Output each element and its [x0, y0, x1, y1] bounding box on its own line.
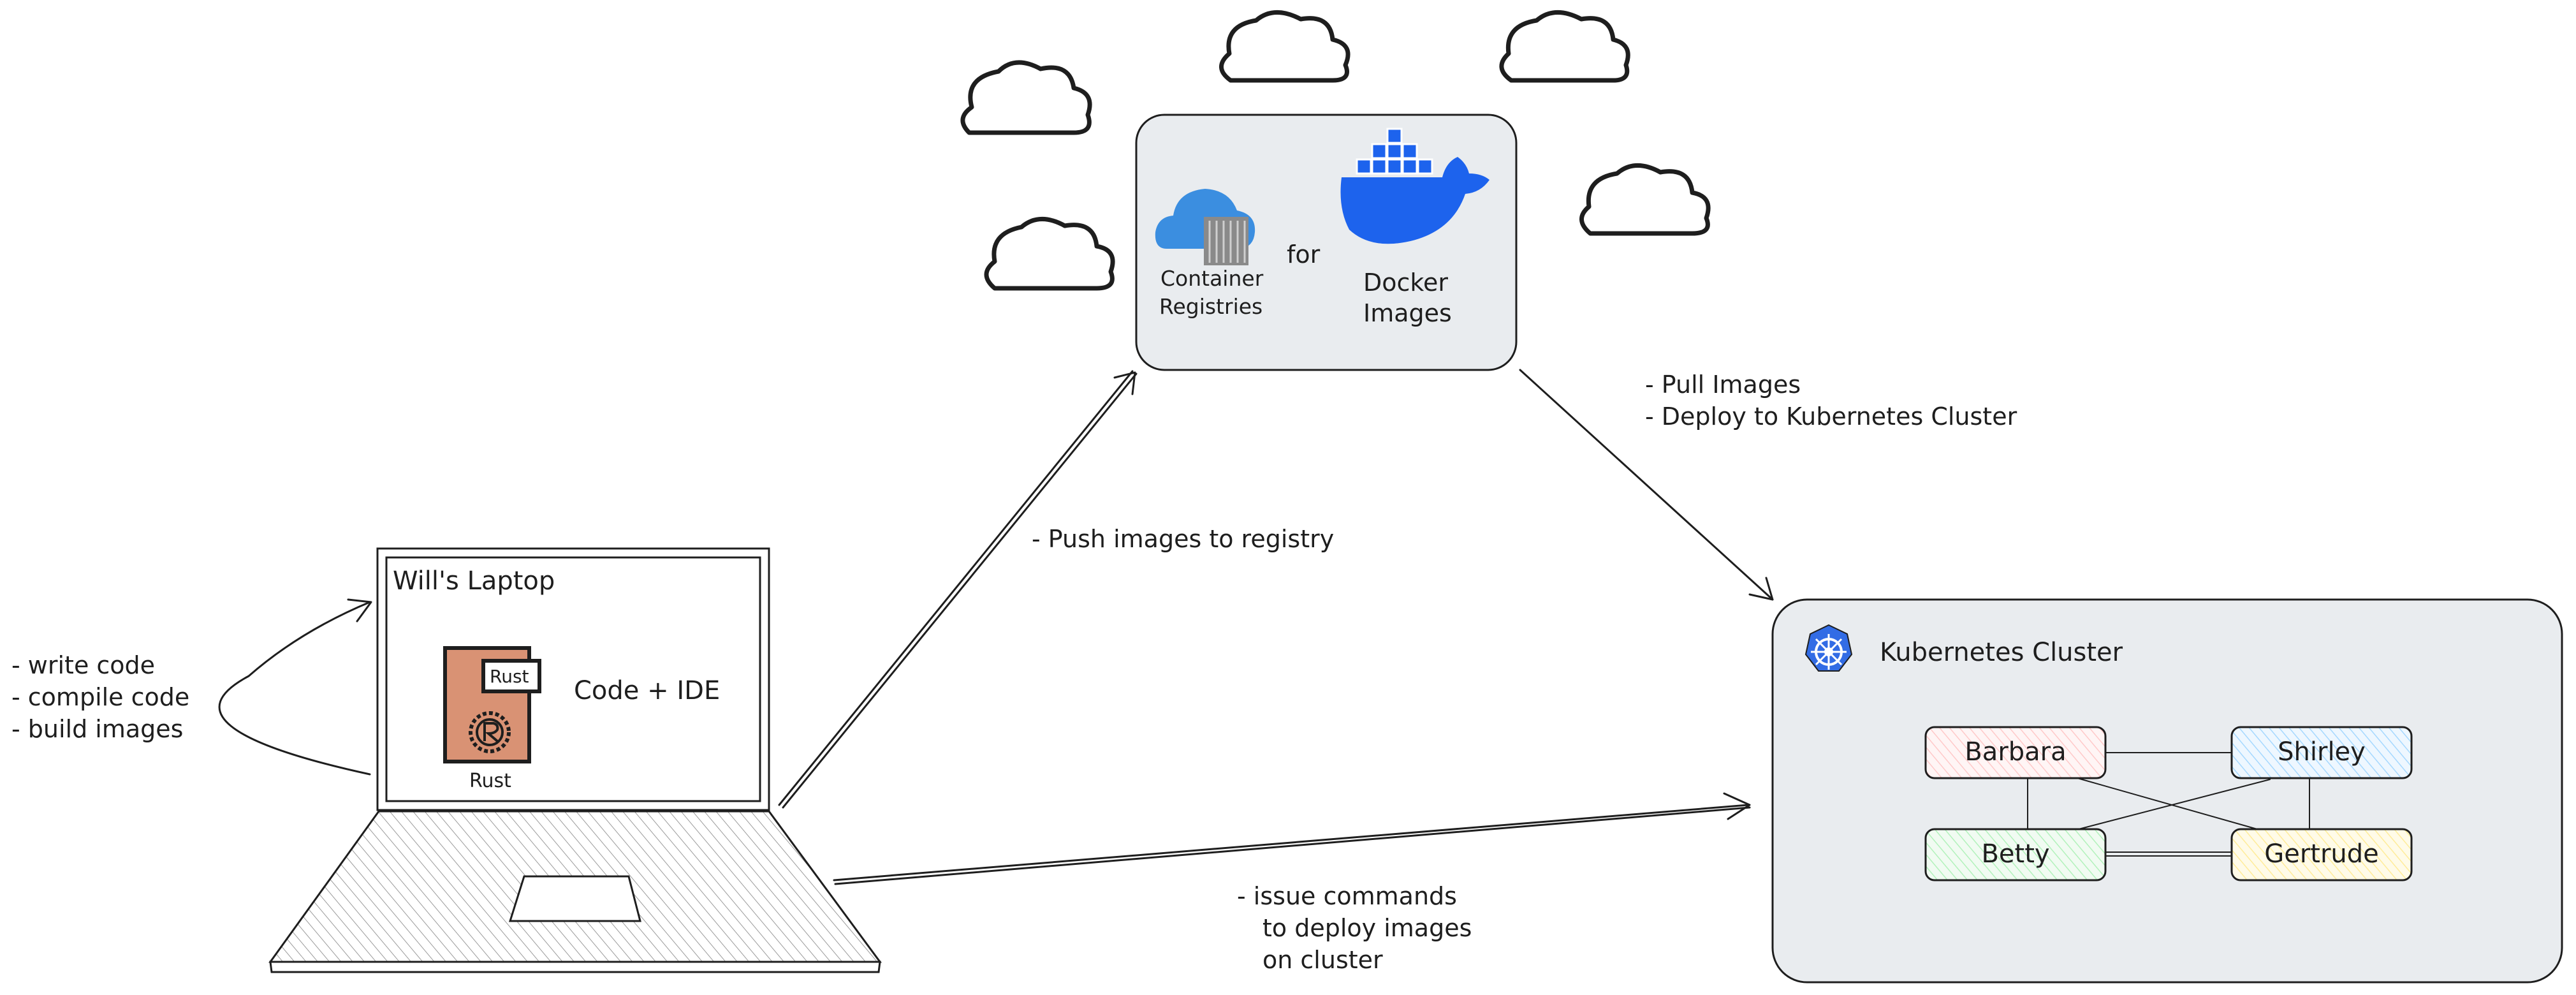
registry-label-line1: Container [1160, 266, 1264, 291]
laptop-app-label: Code + IDE [574, 676, 720, 705]
deploy-note-3: on cluster [1262, 946, 1383, 974]
dev-step-2: - compile code [11, 683, 189, 711]
docker-label-line1: Docker [1363, 269, 1448, 297]
deploy-note-1: - issue commands [1237, 882, 1457, 910]
rust-book-badge: Rust [490, 666, 529, 687]
rust-book-icon [443, 646, 541, 763]
arrow-registry-to-cluster [1519, 369, 1774, 601]
cloud-icon [984, 217, 1115, 291]
node-connections [2027, 752, 2310, 857]
deploy-note-2: to deploy images [1262, 914, 1472, 942]
push-note: - Push images to registry [1032, 525, 1334, 553]
dev-step-3: - build images [11, 715, 183, 743]
cluster-title: Kubernetes Cluster [1880, 638, 2123, 667]
laptop [268, 547, 882, 973]
arrow-laptop-to-registry [778, 370, 1138, 809]
docker-label-line2: Images [1363, 299, 1452, 327]
pull-note-2: - Deploy to Kubernetes Cluster [1645, 402, 2017, 431]
dev-step-1: - write code [11, 651, 155, 679]
connector-label: for [1287, 240, 1321, 269]
node-label-barbara: Barbara [1965, 737, 2066, 767]
rust-icon-label: Rust [469, 770, 511, 792]
node-betty[interactable]: Betty [1924, 828, 2107, 881]
kubernetes-icon [1804, 624, 1853, 672]
cloud-icon [1219, 10, 1350, 83]
laptop-title: Will's Laptop [393, 566, 555, 596]
cloud-icon [1499, 10, 1630, 83]
container-registry-icon [1155, 189, 1255, 265]
cloud-icon [960, 60, 1092, 135]
registry-label-line2: Registries [1159, 294, 1262, 319]
docker-whale-icon [1340, 128, 1489, 244]
node-label-gertrude: Gertrude [2264, 839, 2379, 869]
node-label-betty: Betty [1981, 839, 2049, 869]
cluster-panel [1771, 598, 2563, 984]
cloud-icon [1579, 163, 1711, 236]
node-gertrude[interactable]: Gertrude [2230, 828, 2413, 881]
arrow-dev-loop [218, 598, 372, 776]
pull-note-1: - Pull Images [1645, 371, 1801, 399]
arrow-laptop-to-cluster [833, 792, 1751, 885]
node-barbara[interactable]: Barbara [1924, 726, 2107, 779]
node-label-shirley: Shirley [2278, 737, 2366, 767]
node-shirley[interactable]: Shirley [2230, 726, 2413, 779]
